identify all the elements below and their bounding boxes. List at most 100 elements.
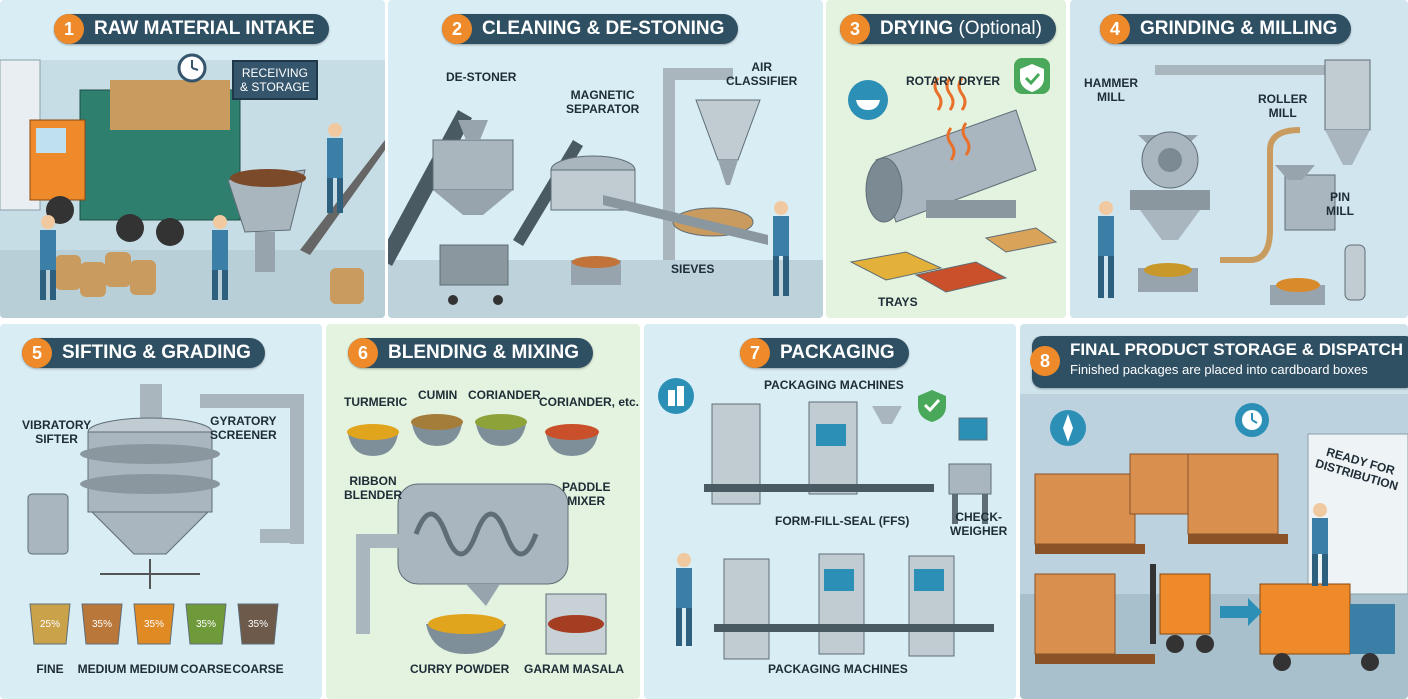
magnetic-separator-machine <box>550 155 636 285</box>
clock-icon <box>1235 403 1269 437</box>
ribbon-blender-machine <box>356 483 569 634</box>
step-number: 8 <box>1030 346 1060 376</box>
step-3-header: 3 DRYING (Optional) <box>840 14 1056 44</box>
gyratory-screener-label: GYRATORY SCREENER <box>210 414 277 442</box>
bin-percent: 25% <box>39 619 60 630</box>
roller-mill-label: ROLLER MILL <box>1258 92 1308 120</box>
step-subtitle: Finished packages are placed into cardbo… <box>1070 362 1368 377</box>
drum <box>27 493 69 555</box>
air-classifier-label: AIR CLASSIFIER <box>726 60 798 88</box>
checkweigher-machine <box>948 417 992 524</box>
box-pallets <box>1034 453 1288 664</box>
worker <box>773 201 789 296</box>
paddle-mixer-label: PADDLE MIXER <box>562 480 611 508</box>
spice-bowls <box>347 414 599 456</box>
hammer-mill-label: HAMMER MILL <box>1084 76 1138 104</box>
grading-bin <box>29 603 71 645</box>
panel-cleaning-destoning: 2 CLEANING & DE-STONING DE-STONER MAGNETI… <box>388 0 823 318</box>
worker <box>1098 201 1114 298</box>
worker <box>212 215 228 300</box>
destoner-label: DE-STONER <box>446 70 517 84</box>
rotary-dryer-machine <box>865 109 1037 223</box>
coriander-etc-label: CORIANDER, etc. <box>539 395 640 409</box>
compass-icon <box>1050 410 1086 446</box>
roller-mill-machine <box>1270 165 1336 305</box>
grading-bin <box>81 603 123 645</box>
worker <box>327 123 343 213</box>
destoner-machine <box>432 120 514 305</box>
step-number: 5 <box>22 338 52 368</box>
step-number: 6 <box>348 338 378 368</box>
worker <box>676 553 692 646</box>
step-number: 2 <box>442 14 472 44</box>
packaging-machines-top-label: PACKAGING MACHINES <box>764 378 904 392</box>
magnetic-separator-label: MAGNETIC SEPARATOR <box>566 88 640 116</box>
step-title: GRINDING & MILLING <box>1140 18 1338 39</box>
garam-masala-tub <box>545 593 607 655</box>
step-7-header: 7 PACKAGING <box>740 338 909 368</box>
bowl-icon <box>848 80 888 120</box>
truck <box>29 80 241 246</box>
bin-percent: 35% <box>143 619 164 630</box>
sacks <box>55 252 364 304</box>
garam-masala-label: GARAM MASALA <box>524 662 624 676</box>
step-title: PACKAGING <box>780 342 895 363</box>
bin-percent: 35% <box>195 619 216 630</box>
worker <box>40 215 56 300</box>
grinding-scene <box>1070 0 1408 318</box>
cumin-label: CUMIN <box>418 388 458 402</box>
panel-drying: 3 DRYING (Optional) ROTARY DRYER TRAYS <box>826 0 1066 318</box>
bin-percent: 35% <box>247 619 268 630</box>
step-title: CLEANING & DE-STONING <box>482 18 725 39</box>
step-number: 3 <box>840 14 870 44</box>
checkweigher-label: CHECK- WEIGHER <box>950 510 1008 538</box>
packaging-machines-bottom-label: PACKAGING MACHINES <box>768 662 908 676</box>
trays-label: TRAYS <box>878 295 918 309</box>
vibratory-sifter-label: VIBRATORY SIFTER <box>22 418 92 446</box>
dispatch-scene <box>1020 394 1408 699</box>
rotary-dryer-label: ROTARY DRYER <box>906 74 1001 88</box>
step-title: DRYING <box>880 18 954 39</box>
hammer-mill-machine <box>1130 65 1345 292</box>
bin-percent: 35% <box>91 619 112 630</box>
shield-check-icon <box>918 390 946 422</box>
shield-check-icon <box>1014 58 1050 94</box>
panel-sifting-grading: 5 SIFTING & GRADING VIBRATORY SIFTER GYRA… <box>0 324 322 699</box>
worker <box>1312 503 1328 586</box>
vibratory-sifter-machine <box>80 384 220 555</box>
pin-mill-machine <box>1324 59 1371 301</box>
step-title-suffix: (Optional) <box>958 18 1042 39</box>
step-title: SIFTING & GRADING <box>62 342 251 363</box>
step-8-header: 8 FINAL PRODUCT STORAGE & DISPATCH Finis… <box>1030 336 1408 388</box>
bottom-packaging-line <box>714 553 994 660</box>
step-4-header: 4 GRINDING & MILLING <box>1100 14 1352 44</box>
pin-mill-label: PIN MILL <box>1326 190 1354 218</box>
hopper <box>227 169 306 272</box>
bin-grade-label: MEDIUM <box>129 662 179 676</box>
sieves-label: SIEVES <box>671 262 715 276</box>
heat-waves-icon <box>933 77 967 111</box>
sifting-scene <box>27 384 304 645</box>
air-classifier-machine <box>663 68 761 260</box>
step-title: FINAL PRODUCT STORAGE & DISPATCH <box>1070 340 1404 359</box>
curry-powder-bowl <box>426 614 506 654</box>
panel-storage-dispatch: 8 FINAL PRODUCT STORAGE & DISPATCH Finis… <box>1020 324 1408 699</box>
step-6-header: 6 BLENDING & MIXING <box>348 338 594 368</box>
step-title: RAW MATERIAL INTAKE <box>94 18 315 39</box>
packaging-scene <box>658 378 994 660</box>
turmeric-label: TURMERIC <box>344 395 408 409</box>
blending-scene <box>347 414 607 655</box>
step-number: 7 <box>740 338 770 368</box>
step-title: BLENDING & MIXING <box>388 342 580 363</box>
grading-bin <box>237 603 279 645</box>
ribbon-blender-label: RIBBON BLENDER <box>344 474 403 502</box>
ffs-label: FORM-FILL-SEAL (FFS) <box>775 514 910 528</box>
curry-powder-label: CURRY POWDER <box>410 662 510 676</box>
receiving-storage-sign: RECEIVING & STORAGE <box>232 60 318 100</box>
bin-grade-label: FINE <box>36 662 64 676</box>
grading-bins <box>29 603 279 645</box>
panel-grinding-milling: 4 GRINDING & MILLING HAMMER MILL ROLLER M… <box>1070 0 1408 318</box>
step-number: 4 <box>1100 14 1130 44</box>
